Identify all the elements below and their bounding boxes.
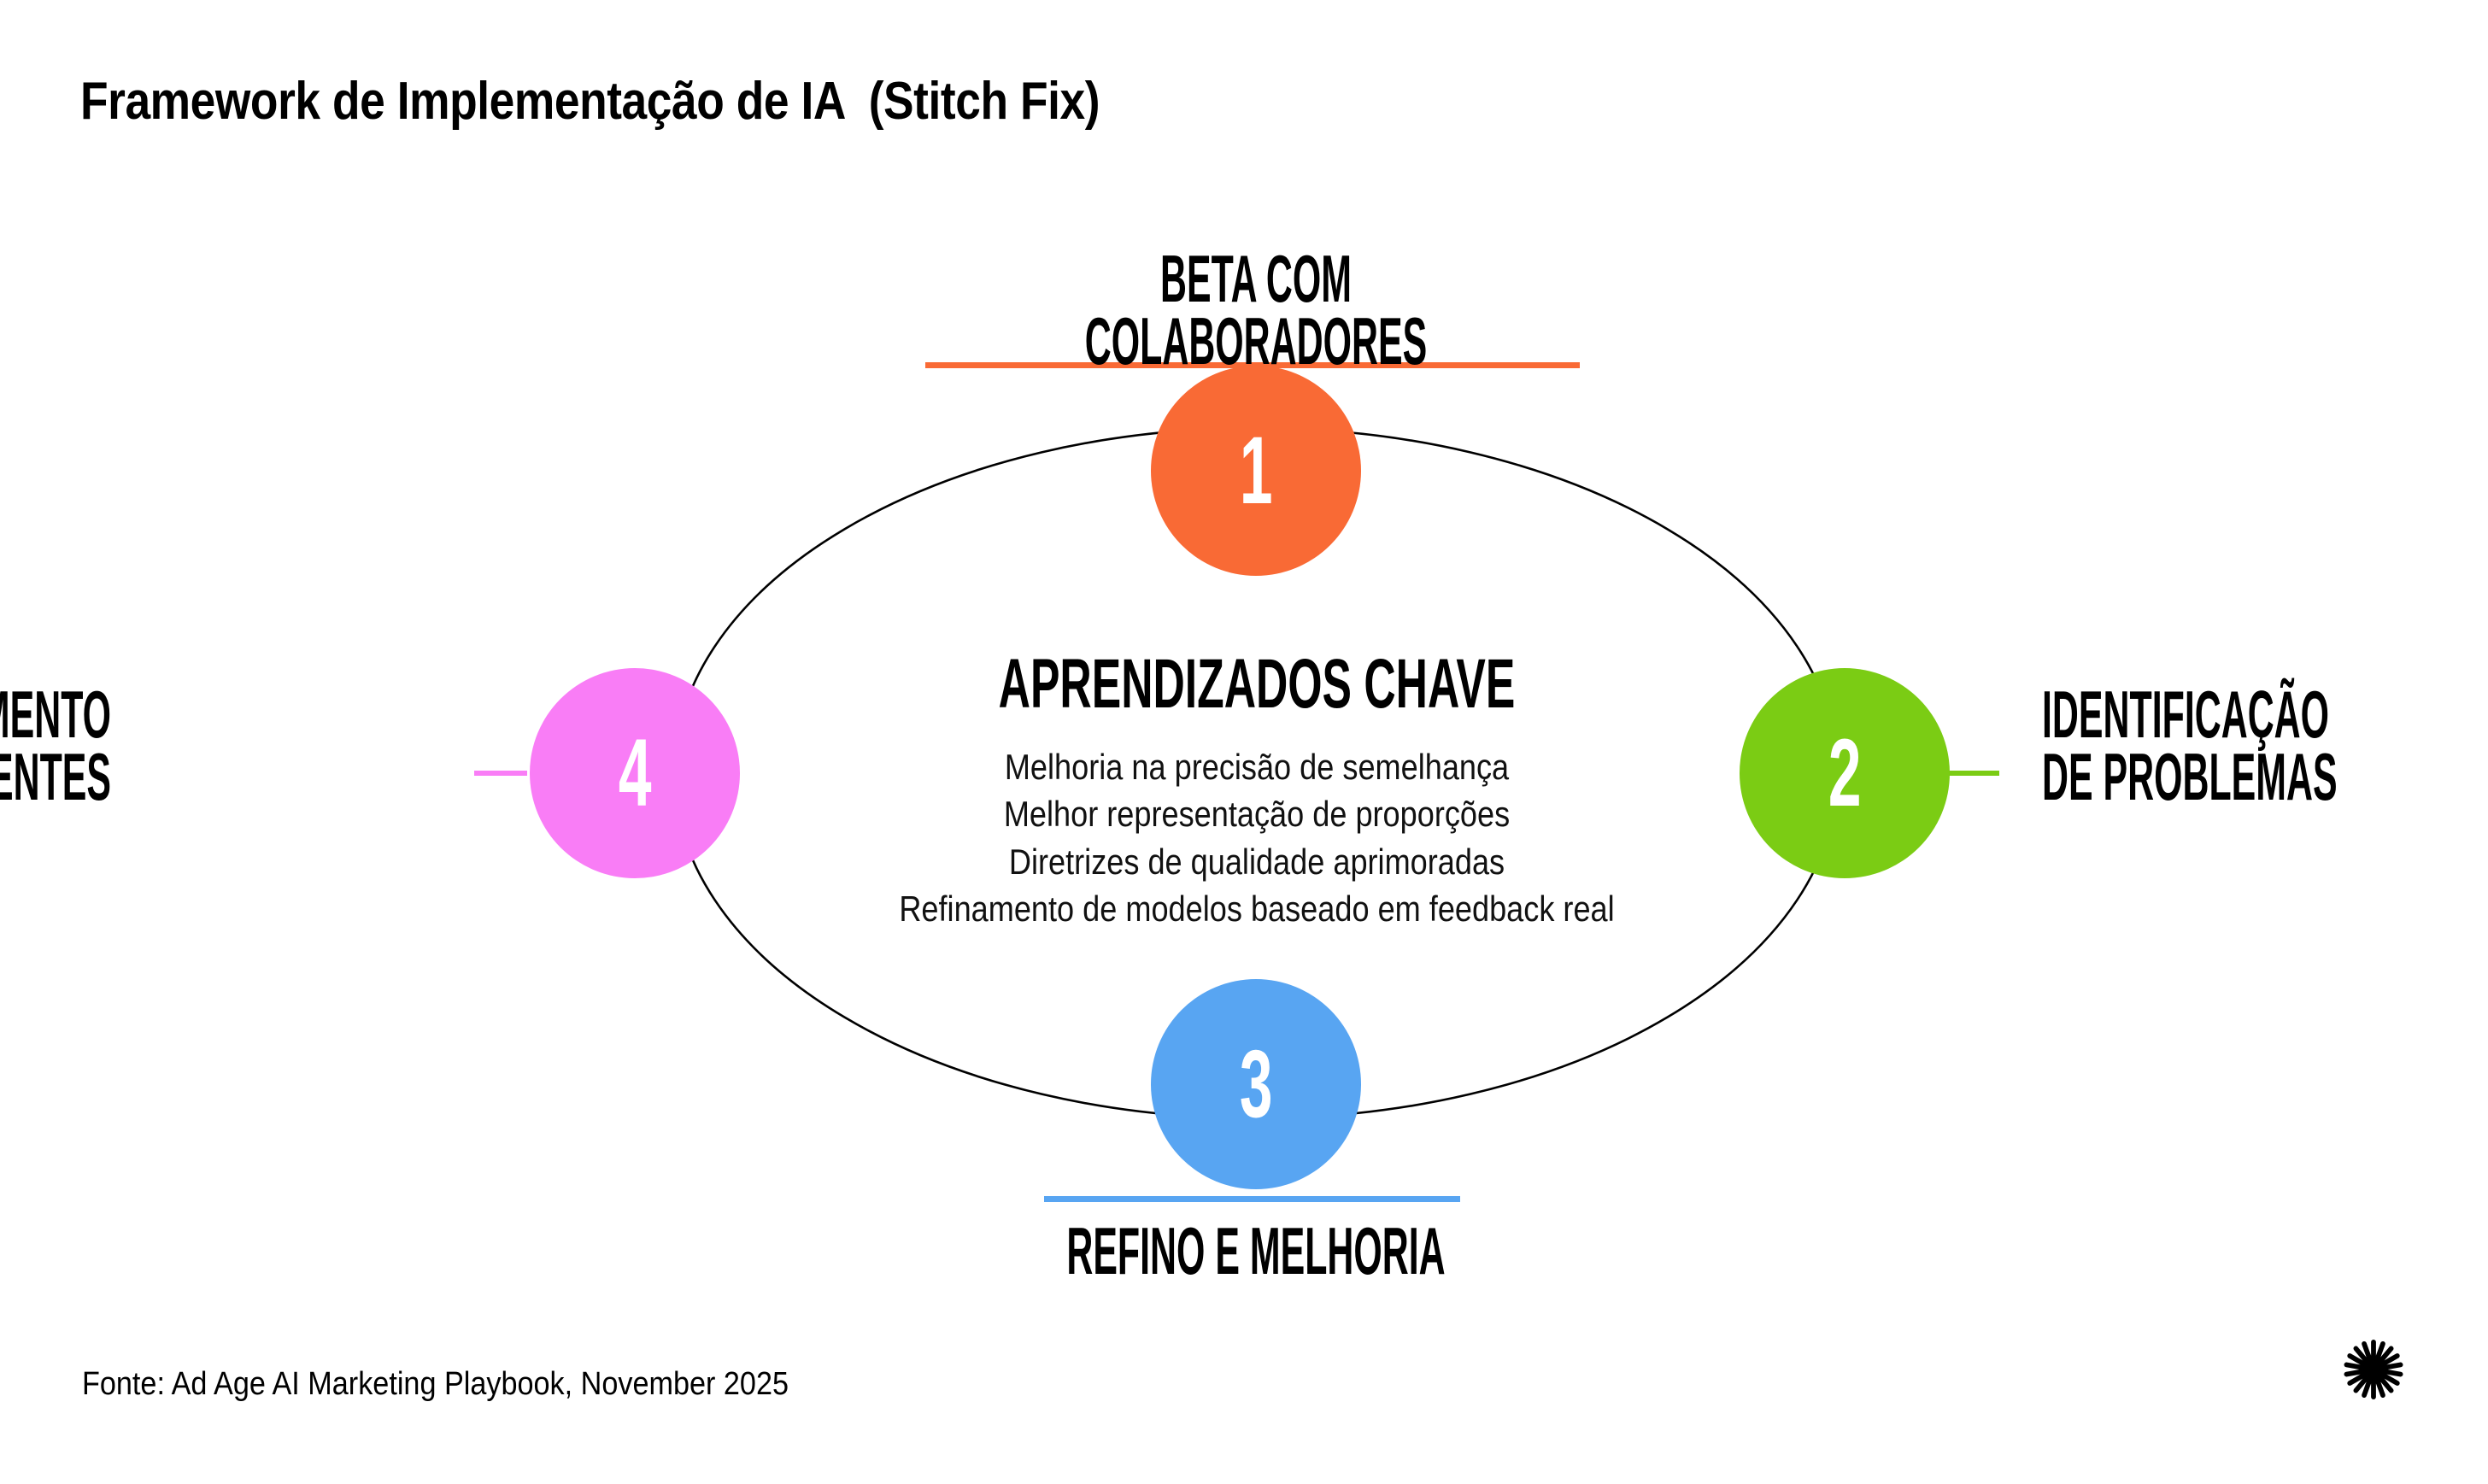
step-node-1[interactable]: 1 — [1151, 366, 1361, 576]
source-note: Fonte: Ad Age AI Marketing Playbook, Nov… — [82, 1366, 789, 1402]
key-learning-item: Melhoria na precisão de semelhança — [1004, 747, 1510, 787]
accent-rule-bottom — [1044, 1196, 1460, 1202]
key-learning-item: Refinamento de modelos baseado em feedba… — [899, 889, 1615, 930]
key-learning-item: Melhor representação de proporções — [1003, 794, 1511, 835]
sunburst-asterisk-logo — [2344, 1340, 2403, 1399]
step-node-3[interactable]: 3 — [1151, 979, 1361, 1189]
step-number-2: 2 — [1828, 719, 1862, 826]
step-label-identificacao-de-problemas: IDENTIFICAÇÃO DE PROBLEMAS — [2042, 677, 2338, 815]
connector-line-right — [1948, 771, 1999, 776]
step-number-4: 4 — [618, 719, 652, 826]
connector-line-left — [474, 771, 527, 776]
key-learning-item: Diretrizes de qualidade aprimoradas — [1008, 841, 1505, 882]
step-node-2[interactable]: 2 — [1740, 668, 1950, 878]
step-number-3: 3 — [1239, 1030, 1273, 1137]
page-title: Framework de Implementação de IA (Stitch… — [80, 72, 1100, 131]
step-node-4[interactable]: 4 — [530, 668, 740, 878]
step-label-beta-com-colaboradores: BETA COM COLABORADORES — [1084, 241, 1428, 379]
center-heading: APRENDIZADOS CHAVE — [998, 645, 1516, 723]
step-label-refino-e-melhoria: REFINO E MELHORIA — [1066, 1213, 1446, 1288]
step-label-lancamento-para-clientes: LANÇAMENTO PARA CLIENTES — [0, 677, 111, 815]
step-number-1: 1 — [1239, 417, 1273, 524]
accent-rule-top — [925, 362, 1580, 368]
center-content: APRENDIZADOS CHAVE Melhoria na precisão … — [731, 649, 1782, 933]
